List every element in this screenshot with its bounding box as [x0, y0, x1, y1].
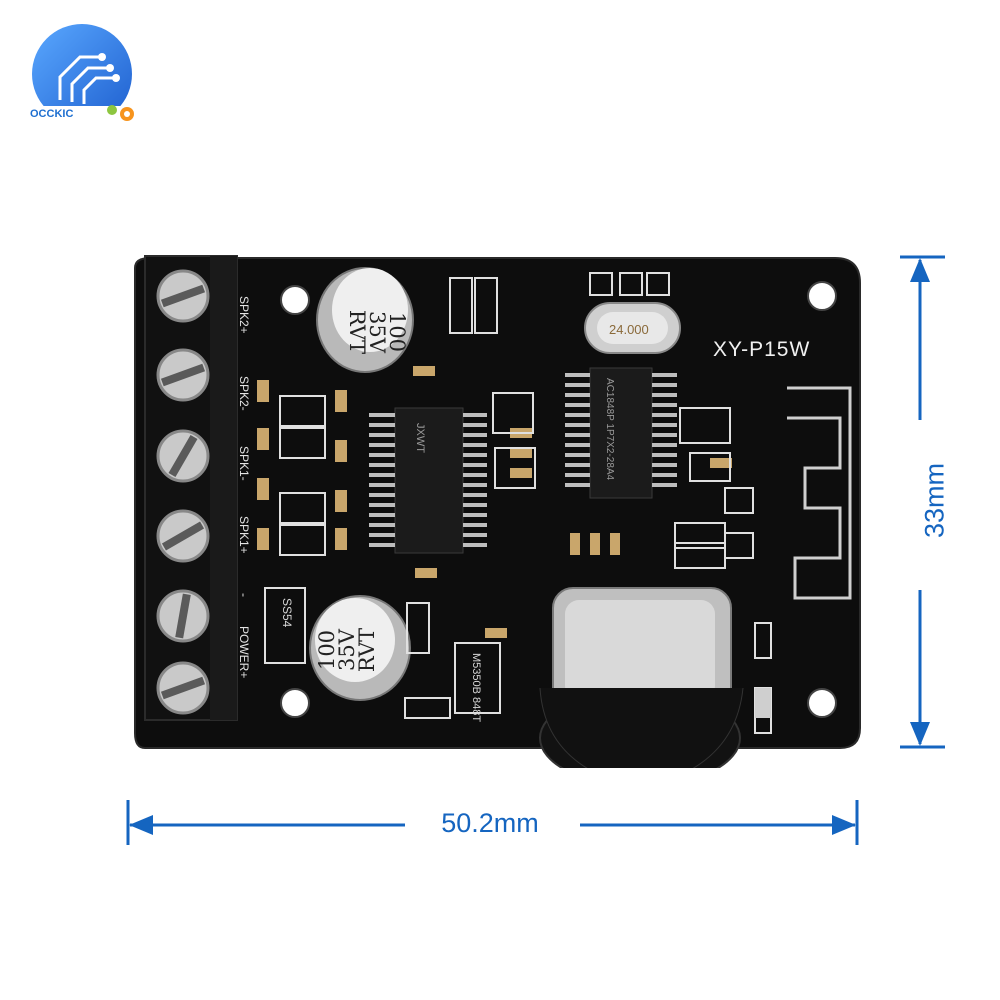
- capacitor-top-voltage: 35V: [365, 311, 389, 353]
- capacitor-bottom-voltage: 35V: [335, 629, 359, 671]
- capacitor-bottom-series: RVT: [355, 627, 379, 673]
- regulator-label: M5350B 848T: [470, 653, 482, 722]
- terminal-label: SPK2-: [237, 376, 251, 411]
- chip-left-label: JXWT: [414, 423, 426, 453]
- capacitor-bottom: [309, 595, 411, 701]
- brand-logo-icon: [30, 24, 140, 126]
- pcb-board: SPK2+ SPK2- SPK1- SPK1+ - POWER+ XY-P15W…: [134, 255, 861, 768]
- terminal-label: SPK1+: [237, 516, 251, 554]
- chip-right: [565, 367, 677, 499]
- capacitor-bottom-text: 100 35V RVT: [315, 605, 397, 695]
- height-label: 33mm: [919, 445, 951, 556]
- board-model-label: XY-P15W: [713, 338, 810, 361]
- brand-logo: OCCKIC: [30, 22, 140, 132]
- width-dimension-line: [126, 800, 859, 845]
- terminal-label-group: SPK2+ SPK2- SPK1- SPK1+ - POWER+: [237, 296, 251, 678]
- terminal-screws: [156, 269, 210, 715]
- crystal-label: 24.000: [609, 322, 649, 337]
- brand-name: OCCKIC: [30, 108, 74, 120]
- capacitor-top-text: 100 35V RVT: [327, 287, 409, 377]
- terminal-label: POWER+: [237, 626, 251, 678]
- terminal-label: -: [237, 593, 251, 597]
- capacitor-top: [316, 267, 414, 373]
- volume-knob: [539, 587, 744, 768]
- diode-label: SS54: [280, 598, 294, 628]
- mounting-holes: [280, 281, 837, 718]
- crystal-oscillator: [584, 302, 681, 354]
- capacitor-top-value: 100: [385, 311, 409, 353]
- antenna-trace: [787, 386, 852, 600]
- chip-left: [369, 407, 487, 554]
- capacitor-top-series: RVT: [345, 309, 369, 355]
- height-dimension-line: [900, 255, 945, 749]
- smd-components: [257, 272, 772, 734]
- terminal-label: SPK1-: [237, 446, 251, 481]
- chip-right-label: AC1848P 1P7X2-28A4: [604, 378, 615, 481]
- width-label: 50.2mm: [420, 808, 560, 839]
- capacitor-bottom-value: 100: [315, 629, 339, 671]
- terminal-label: SPK2+: [237, 296, 251, 334]
